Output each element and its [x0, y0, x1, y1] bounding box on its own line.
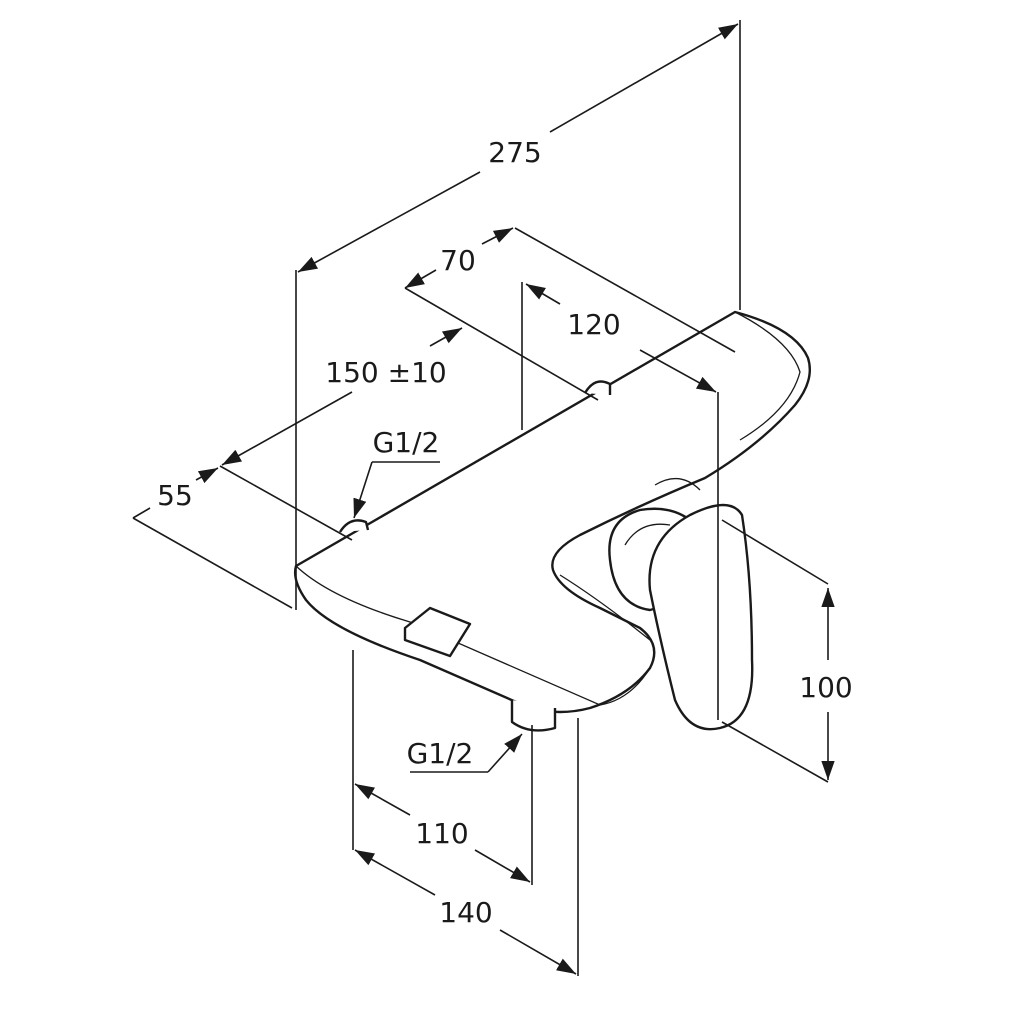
label-140: 140 [439, 896, 492, 929]
faucet-body [293, 310, 812, 732]
label-55: 55 [157, 479, 193, 512]
label-110: 110 [415, 817, 468, 850]
label-70: 70 [440, 244, 476, 277]
label-g12-lower: G1/2 [407, 737, 474, 770]
dimension-55: 55 [132, 467, 293, 609]
dimension-70: 70 [404, 227, 736, 401]
callout-g12-lower: G1/2 [407, 733, 523, 773]
label-275: 275 [488, 136, 541, 169]
dimension-140: 140 [354, 718, 579, 976]
dimension-275: 275 [295, 20, 741, 610]
dimension-120: 120 [521, 282, 719, 720]
label-100: 100 [799, 671, 852, 704]
dimension-110: 110 [352, 650, 533, 885]
dimension-100: 100 [721, 519, 853, 783]
dimension-150: 150 ±10 [219, 327, 463, 541]
label-150: 150 ±10 [325, 356, 446, 389]
callout-g12-upper: G1/2 [353, 426, 440, 519]
label-120: 120 [567, 308, 620, 341]
label-g12-upper: G1/2 [373, 426, 440, 459]
